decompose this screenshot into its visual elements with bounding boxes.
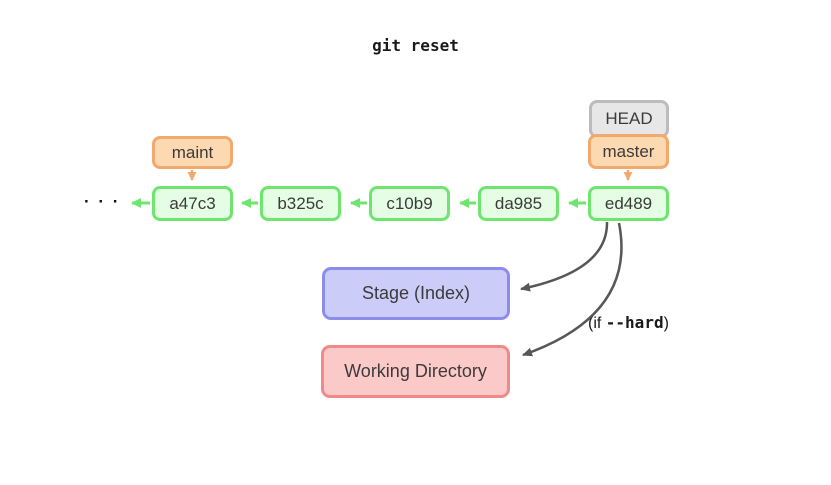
commit-node-b325c: b325c bbox=[260, 186, 341, 221]
head-label: HEAD bbox=[589, 100, 669, 138]
commit-node-c10b9: c10b9 bbox=[369, 186, 450, 221]
working-directory-box: Working Directory bbox=[321, 345, 510, 398]
if-hard-annotation: (if --hard) bbox=[588, 313, 669, 333]
branch-label-maint: maint bbox=[152, 136, 233, 169]
annotation-prefix: (if bbox=[588, 315, 606, 332]
history-ellipsis: · · · bbox=[84, 192, 121, 211]
commit-node-da985: da985 bbox=[478, 186, 559, 221]
diagram-title: git reset bbox=[372, 36, 459, 55]
branch-label-master: master bbox=[588, 134, 669, 169]
commit-node-a47c3: a47c3 bbox=[152, 186, 233, 221]
commit-node-ed489: ed489 bbox=[588, 186, 669, 221]
stage-index-box: Stage (Index) bbox=[322, 267, 510, 320]
reset-arrow-to-stage bbox=[520, 221, 609, 292]
annotation-hard-flag: --hard bbox=[605, 313, 664, 332]
annotation-suffix: ) bbox=[663, 315, 669, 332]
reset-arrow-to-working-directory bbox=[522, 222, 623, 357]
